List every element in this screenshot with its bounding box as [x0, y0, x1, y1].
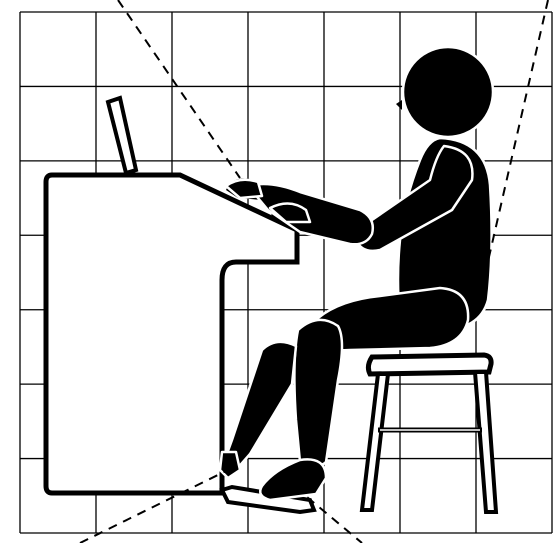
organ-cabinet [46, 98, 308, 493]
player-face [396, 100, 402, 110]
player-foot [260, 459, 326, 500]
stool-leg-right [475, 372, 496, 512]
music-stand [108, 98, 136, 173]
stool-seat [368, 355, 491, 374]
player-shin [294, 320, 342, 466]
player-hand-upper [226, 180, 262, 198]
player-head [403, 47, 493, 137]
stool-leg-left [362, 374, 388, 510]
line-eye-to-stand [118, 0, 240, 178]
organ-body [46, 175, 297, 493]
line-back-vertical [486, 0, 548, 270]
player-back-foot [220, 452, 240, 478]
